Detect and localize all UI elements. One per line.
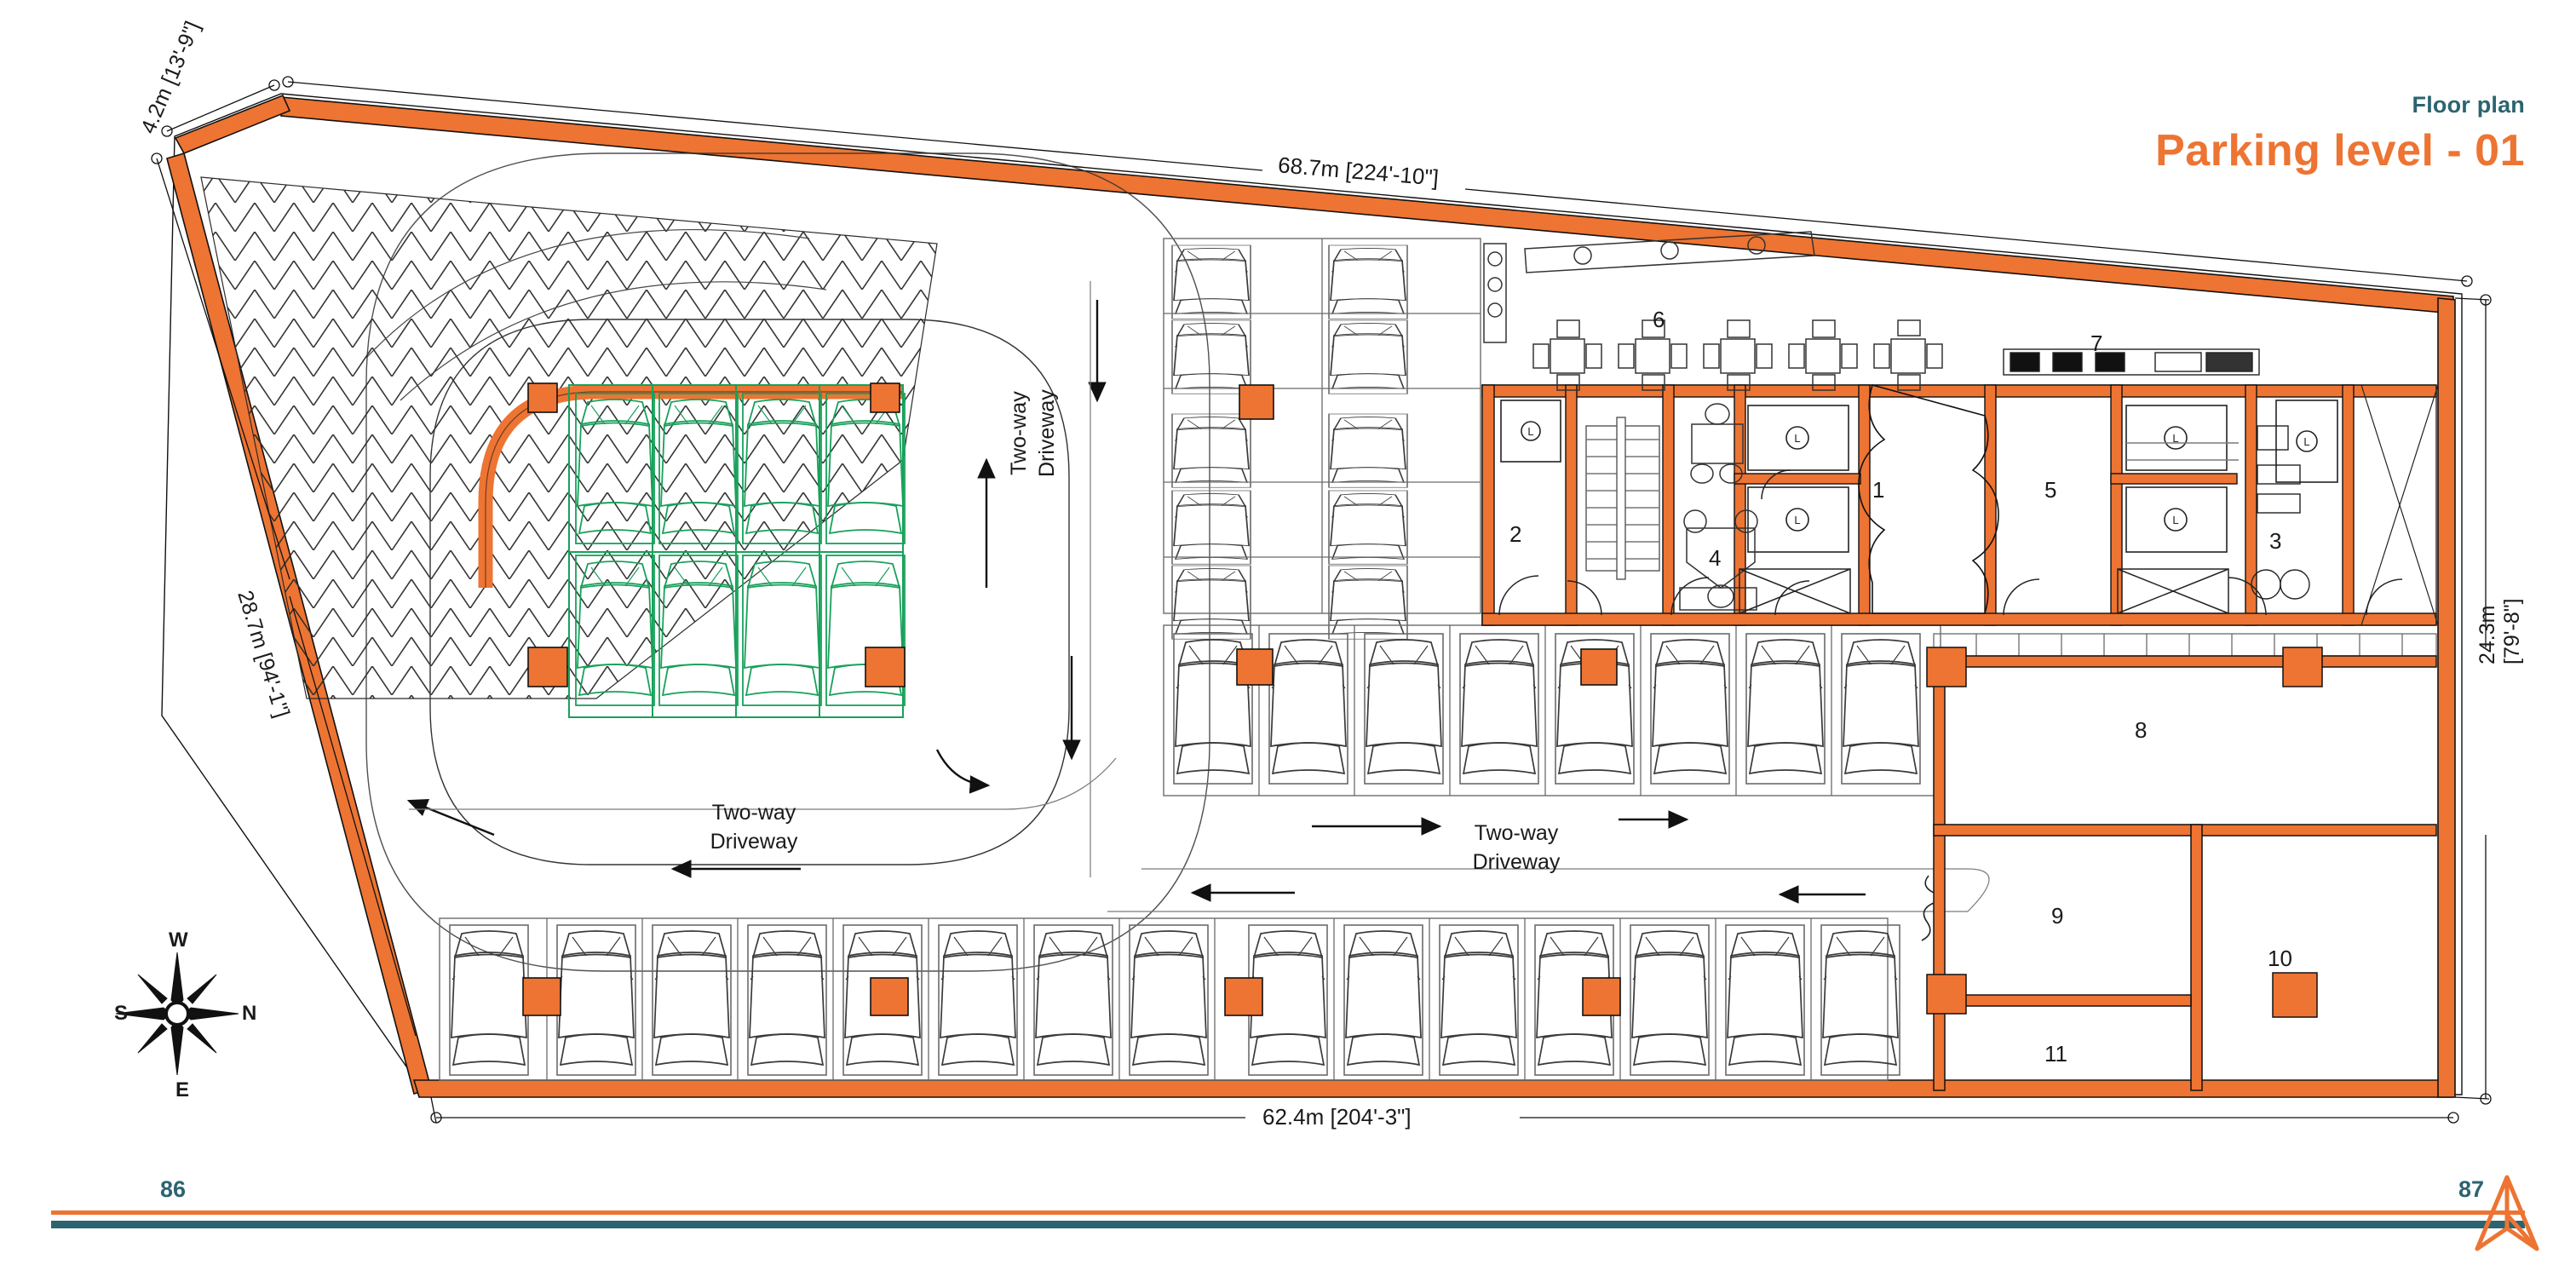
column xyxy=(1239,384,1274,420)
driveway-label-left-line1: Two-way xyxy=(711,801,796,825)
seating-cluster xyxy=(1483,231,1943,391)
dimension-lines xyxy=(151,76,2492,1124)
compass-label-w: W xyxy=(169,929,188,952)
room-label-8: 8 xyxy=(2135,717,2148,743)
svg-text:L: L xyxy=(2172,514,2178,526)
structural-columns-green-block xyxy=(527,382,906,687)
page-title: Parking level - 01 xyxy=(2155,126,2525,175)
parking-bank-bottom xyxy=(439,917,1900,1081)
driveway-label-right-line1: Two-way xyxy=(1474,821,1559,845)
driveway-loop xyxy=(365,152,1210,972)
ramp-curved-wall xyxy=(478,384,903,588)
driveway-label-right-line2: Driveway xyxy=(1472,849,1561,874)
office-furniture xyxy=(1679,403,1758,611)
room-label-3: 3 xyxy=(2269,528,2282,554)
stair-west xyxy=(1585,417,1660,580)
dimension-right: 24.3m [79'-8"] xyxy=(2475,598,2524,664)
page-number-right: 87 xyxy=(2458,1176,2484,1202)
core-block: L L L L L L xyxy=(1481,231,2439,626)
stair-block-east xyxy=(2126,442,2239,461)
compass-label-s: S xyxy=(114,1002,129,1025)
compass-arrow-logo xyxy=(2475,1175,2539,1251)
service-shafts xyxy=(1739,568,2229,614)
parking-bank-upper-middle xyxy=(1163,238,1481,641)
room-label-9: 9 xyxy=(2051,903,2064,929)
footer-rule-orange xyxy=(51,1210,2525,1215)
title-block: Floor plan Parking level - 01 xyxy=(2155,92,2525,176)
highlighted-parking-block xyxy=(568,384,906,718)
door-swings xyxy=(1498,469,2403,616)
compass-rose xyxy=(115,952,239,1076)
driveway-label-center-line1: Two-way xyxy=(1007,391,1031,475)
lift-symbols xyxy=(1500,400,2338,553)
driveway-label-center-line2: Driveway xyxy=(1035,389,1059,477)
stair-pantry-side xyxy=(2125,428,2244,569)
driveway-label-right: Two-way Driveway xyxy=(1431,819,1601,877)
compass-label-n: N xyxy=(242,1002,257,1025)
svg-text:L: L xyxy=(1527,425,1533,438)
center-driveway-arrows xyxy=(935,281,1107,877)
room-label-10: 10 xyxy=(2268,946,2292,971)
driveway-label-left: Two-way Driveway xyxy=(673,799,835,857)
driveway-label-center: Two-way Driveway xyxy=(1005,389,1061,477)
stair-east xyxy=(2128,426,2247,571)
page-footer: 86 87 xyxy=(0,1160,2576,1288)
parking-bank-mid xyxy=(1163,624,1941,796)
floor-plan-subtitle: Floor plan xyxy=(2412,92,2525,118)
room-label-4: 4 xyxy=(1709,545,1722,571)
svg-text:L: L xyxy=(2172,432,2178,445)
room-label-11: 11 xyxy=(2044,1041,2067,1067)
svg-text:L: L xyxy=(1794,514,1800,526)
driveway-label-left-line2: Driveway xyxy=(710,829,798,854)
dimension-bottom: 62.4m [204'-3"] xyxy=(1262,1104,1412,1130)
room-label-6: 6 xyxy=(1653,307,1665,332)
room-label-1: 1 xyxy=(1872,477,1885,503)
room-label-7: 7 xyxy=(2090,331,2103,356)
lobby-outline xyxy=(1858,384,1999,614)
amenity-fixtures xyxy=(2251,425,2310,600)
svg-text:L: L xyxy=(2303,435,2309,448)
room-label-2: 2 xyxy=(1509,521,1522,547)
left-driveway-arrow xyxy=(406,757,1990,912)
service-rooms-block xyxy=(1921,633,2437,1091)
room-label-5: 5 xyxy=(2044,477,2057,503)
shaft-hatch-right xyxy=(2360,384,2439,626)
page-number-left: 86 xyxy=(160,1176,187,1202)
footer-rule-teal xyxy=(51,1221,2525,1228)
svg-text:L: L xyxy=(1794,432,1800,445)
pantry-fixtures xyxy=(2003,348,2260,376)
compass-label-e: E xyxy=(175,1078,190,1101)
